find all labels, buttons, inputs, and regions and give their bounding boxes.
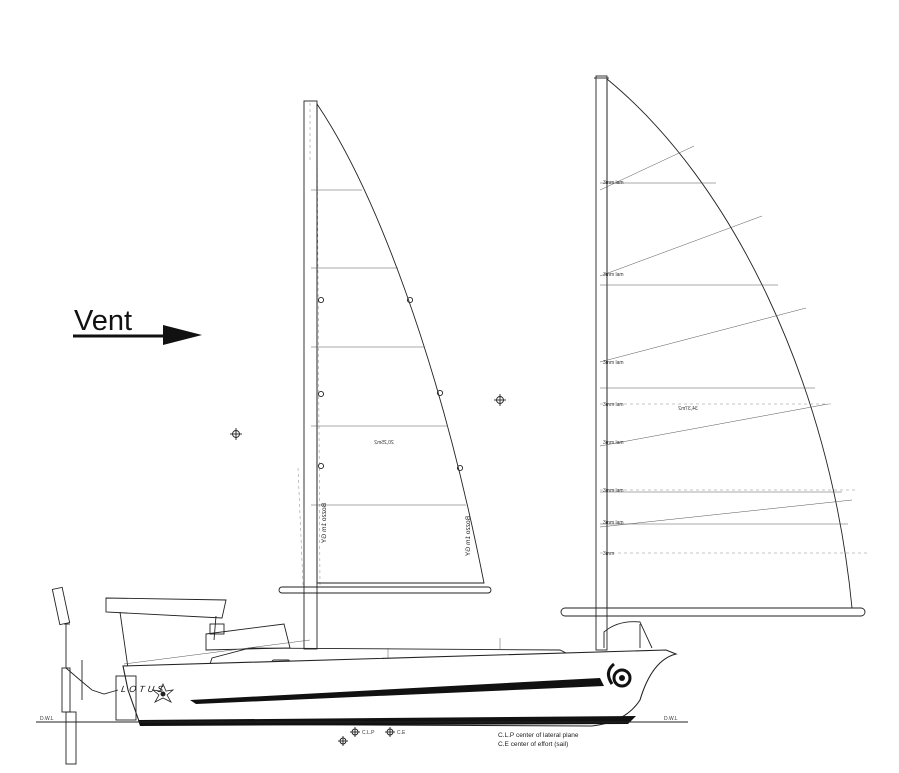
hull: LOTUS [105, 597, 678, 727]
main-rig: 20,25m2 Bozzo 1m GY Bozzo 1m GY [278, 100, 492, 650]
batten-tag: 3mm lam [603, 488, 624, 494]
ce-markers [230, 394, 506, 440]
clp-icon [350, 727, 360, 737]
wind-arrow-head [163, 325, 202, 345]
batten-tag: 3mm lam [603, 402, 624, 408]
wind-label: Vent [74, 305, 132, 337]
boat-name: LOTUS [120, 684, 166, 694]
clp-label: C.L.P [362, 730, 375, 736]
crosshair-icon [338, 736, 348, 746]
batten-tag: 3mm lam [603, 520, 624, 526]
main-sail-area: 20,25m2 [374, 440, 394, 446]
legend-line-1: C.L.P center of lateral plane [498, 732, 579, 739]
wind-vane [51, 586, 71, 626]
crosshair-icon [494, 394, 506, 406]
self-steering [61, 667, 71, 713]
batten-tag: 3mm lam [603, 180, 624, 186]
ce-label: C.E [397, 730, 406, 736]
clp-ce-markers: C.L.P C.E [338, 727, 406, 746]
batten-tag: 3mm lam [603, 440, 624, 446]
ce-icon [385, 727, 395, 737]
sheer-stripe [190, 678, 604, 704]
main-mast [303, 100, 318, 650]
waterline-label-left: D.W.L [40, 716, 54, 722]
stern-gear [51, 586, 137, 765]
batten-tag: 3mm [603, 551, 614, 557]
main-leech-mark: Bozzo 1m GY [465, 516, 472, 557]
bow-pulpit [603, 621, 653, 649]
crosshair-icon [230, 428, 242, 440]
hull-body [122, 649, 678, 727]
waterline-label-right: D.W.L [664, 716, 678, 722]
legend-line-2: C.E center of effort (sail) [498, 741, 568, 748]
batten-tag: 3mm lam [603, 272, 624, 278]
main-luff-mark: Bozzo 1m GY [321, 503, 328, 544]
flower-emblem [151, 682, 175, 703]
boot-top [138, 716, 636, 726]
dodger [205, 623, 291, 651]
transom [115, 675, 137, 721]
legend: C.L.P center of lateral plane C.E center… [498, 732, 579, 748]
second-rig: 34,37m2 3mm lam 3mm lam 3mm lam 3mm lam … [560, 75, 868, 651]
waterline: D.W.L D.W.L [36, 716, 688, 723]
second-sail-area: 34,37m2 [678, 406, 698, 412]
pendulum-rudder [65, 711, 77, 765]
batten-tag: 3mm lam [603, 360, 624, 366]
main-sail [316, 102, 485, 584]
second-sail [606, 78, 853, 609]
main-boom [278, 586, 492, 594]
bimini [105, 597, 227, 619]
logo-mark [607, 662, 632, 688]
second-boom [560, 607, 866, 617]
wind-indicator: Vent [73, 305, 202, 345]
